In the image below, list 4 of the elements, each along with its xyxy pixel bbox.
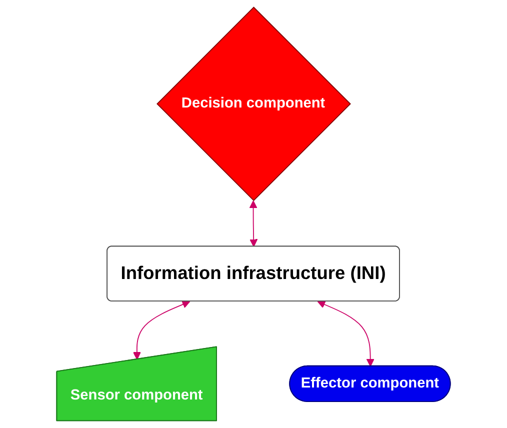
arrow (249, 200, 258, 247)
arrow (317, 300, 374, 367)
arrow (132, 300, 190, 360)
node-diamond: Decision component (156, 6, 351, 202)
